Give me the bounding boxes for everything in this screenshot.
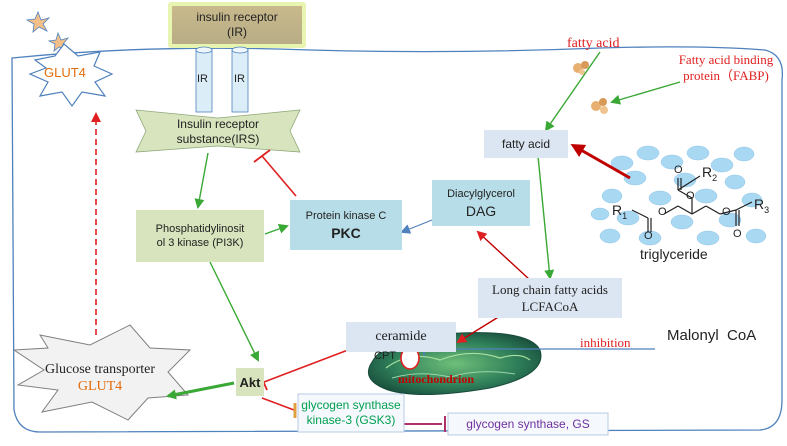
arrow-pi3k-akt — [209, 261, 259, 362]
arrow-fabp — [610, 81, 681, 105]
akt-label: Akt — [239, 374, 261, 390]
r3-label: R3 — [754, 196, 769, 215]
glut4-top-shape — [28, 43, 114, 108]
pkc-line1: Protein kinase C — [305, 210, 387, 222]
arrow-dag-pkc — [400, 219, 433, 234]
lcfa-line2: LCFACoA — [521, 299, 579, 314]
oxygen-label-4: O — [722, 206, 731, 218]
gs-box — [447, 412, 609, 436]
dag-box: Diacylglycerol DAG — [432, 180, 530, 226]
fabp-line2: protein（FABP) — [683, 68, 769, 83]
oxygen-label-1: O — [674, 164, 683, 176]
arrow-akt-glucose — [166, 381, 235, 400]
irs-shape — [135, 109, 301, 153]
irs-line1: Insulin receptor — [176, 117, 260, 131]
malonyl-coa-label: Malonyl CoA — [667, 327, 757, 344]
oxygen-label-3: O — [686, 190, 695, 202]
r2-sub: 2 — [712, 172, 718, 183]
arrow-lcfa-dag — [476, 230, 531, 281]
oxygen-label-6: O — [733, 228, 742, 240]
fatty-acid-inside-label: fatty acid — [501, 136, 551, 151]
inhibition-label: inhibition — [580, 335, 631, 350]
pkc-box: Protein kinase C PKC — [290, 200, 402, 250]
gsk3-box — [297, 393, 405, 433]
fabp-droplet-icon — [591, 98, 608, 114]
irs-label: Insulin receptor substance(IRS) — [146, 116, 290, 148]
glucose-line1: Glucose transporter — [44, 362, 156, 377]
fabp-label: Fatty acid binding protein（FABP) — [668, 50, 784, 86]
ir-left-label: IR — [197, 73, 208, 85]
arrow-fattyacid-in — [544, 51, 601, 132]
glucose-transporter-label: Glucose transporter GLUT4 — [20, 360, 180, 396]
r3-sub: 3 — [764, 204, 770, 215]
akt-box: Akt — [236, 368, 264, 396]
r1-label: R1 — [612, 202, 627, 221]
irs-line2: substance(IRS) — [176, 132, 260, 146]
fatty-acid-outside-label: fatty acid — [567, 36, 620, 51]
r3-text: R — [754, 196, 765, 212]
pi3k-line2: ol 3 kinase (PI3K) — [156, 237, 244, 249]
gsk3-label: glycogen synthase kinase-3 (GSK3) — [298, 394, 404, 432]
mitochondrion-label: mitochondrion — [398, 372, 475, 386]
inhibit-ceramide-akt — [263, 349, 349, 383]
oxygen-label-2: O — [658, 206, 667, 218]
r1-text: R — [612, 202, 623, 218]
arrow-triglyceride-fattyacid — [570, 144, 631, 180]
ceramide-label: ceramide — [375, 329, 427, 344]
insulin-receptor-label: insulin receptor (IR) — [172, 6, 302, 44]
triglyceride-skeleton — [631, 175, 753, 232]
r1-sub: 1 — [622, 210, 628, 221]
fatty-acid-droplet-icon — [573, 61, 589, 75]
star-decoration-icon — [25, 10, 70, 52]
triglyceride-label: triglyceride — [640, 246, 708, 262]
insulin-receptor-abbr: (IR) — [227, 25, 247, 39]
r2-label: R2 — [702, 164, 717, 183]
oxygen-label-5: O — [644, 230, 653, 242]
ir-right-label: IR — [234, 73, 245, 85]
insulin-receptor-text: insulin receptor — [196, 10, 278, 24]
gsk3-line2: kinase-3 (GSK3) — [306, 413, 396, 427]
pkc-line2: PKC — [331, 225, 361, 241]
dag-line1: Diacylglycerol — [447, 188, 515, 200]
glucose-transporter-shape — [12, 324, 192, 421]
ceramide-box: ceramide — [346, 322, 456, 352]
inhibit-akt-gsk3 — [261, 397, 295, 411]
arrow-irs-pi3k — [194, 152, 209, 209]
fatty-acid-inside-box: fatty acid — [484, 130, 568, 158]
pi3k-box: Phosphatidylinosit ol 3 kinase (PI3K) — [136, 210, 264, 262]
gs-text: glycogen synthase, GS — [466, 417, 590, 431]
arrow-pi3k-pkc — [264, 224, 289, 235]
triglyceride-bubbles — [590, 145, 767, 246]
lcfa-line1: Long chain fatty acids — [492, 282, 608, 297]
lcfa-box: Long chain fatty acids LCFACoA — [478, 278, 622, 318]
arrow-lcfa-ceramide — [456, 315, 501, 344]
cpt-label: CPT — [374, 350, 396, 362]
insulin-receptor-shape — [172, 6, 302, 44]
fabp-line1: Fatty acid binding — [678, 52, 774, 67]
glut4-top-label: GLUT4 — [44, 65, 86, 80]
gs-label: glycogen synthase, GS — [448, 413, 608, 435]
inhibit-pkc-irs — [261, 155, 297, 197]
dag-line2: DAG — [465, 203, 497, 219]
pi3k-line1: Phosphatidylinosit — [155, 223, 245, 235]
arrow-fattyacid-lcfa — [537, 155, 555, 280]
r2-text: R — [702, 164, 713, 180]
glucose-line2: GLUT4 — [77, 379, 123, 394]
gsk3-line1: glycogen synthase — [301, 398, 401, 412]
